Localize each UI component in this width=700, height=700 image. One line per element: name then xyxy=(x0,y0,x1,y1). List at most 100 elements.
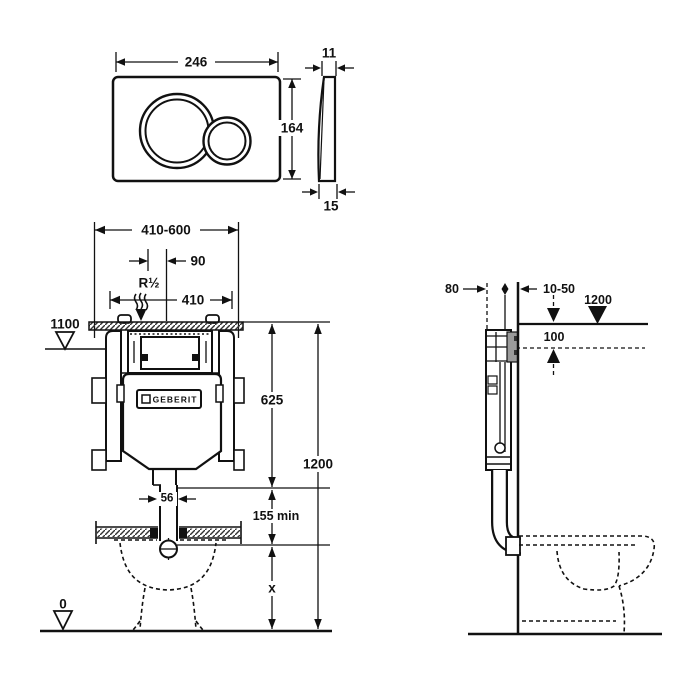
label-knockout xyxy=(178,54,215,69)
valve-detail xyxy=(487,385,498,395)
arrowhead xyxy=(268,534,276,544)
dim-pipe-width-label: 56 xyxy=(161,493,174,505)
tank-clip xyxy=(215,384,224,403)
pan-foot xyxy=(131,620,141,632)
dim-supply-offset: 90 xyxy=(129,249,206,321)
dim-pipe-width: 56 xyxy=(139,492,196,506)
valve-detail xyxy=(487,375,498,385)
wc-pan-front-dashed xyxy=(114,539,228,632)
dim-total-height-label: 1200 xyxy=(303,457,333,472)
level-marker-1100: 1100 xyxy=(45,317,106,351)
arrowhead xyxy=(547,308,560,322)
large-flush-button xyxy=(138,92,216,170)
pan-pedestal-edge xyxy=(190,587,197,630)
dim-plate-thickness-bottom: 15 xyxy=(302,184,355,214)
arrowhead xyxy=(313,64,321,72)
supply-thread-label: R½ xyxy=(138,276,159,291)
arrowhead xyxy=(228,225,238,235)
flush-plate-side-view: 11 15 xyxy=(302,46,355,214)
pipe-clamp xyxy=(179,528,187,538)
arrowhead xyxy=(268,490,276,500)
plate-fixing-tick xyxy=(514,336,517,341)
cistern-tank: GEBERIT xyxy=(116,372,224,471)
arrowhead xyxy=(269,58,278,66)
small-flush-button xyxy=(202,116,252,166)
tank-clip xyxy=(116,384,125,403)
level-marker-1200: 1200 xyxy=(519,293,648,326)
dim-wall-finish: 10-50 xyxy=(520,282,575,296)
dim-plate-height: 164 xyxy=(275,78,309,180)
dim-depth-label: 80 xyxy=(445,282,459,296)
arrowhead xyxy=(288,79,296,88)
dim-plate-width: 246 xyxy=(115,52,279,72)
dim-cistern-height: 625 xyxy=(178,321,330,489)
plate-face-edge xyxy=(319,78,325,180)
brand-logo-icon xyxy=(141,394,151,404)
dim-min-clearance-label: 155 min xyxy=(253,509,300,523)
cistern-front-view: 410-600 90 R½ 410 xyxy=(40,222,339,633)
frame-right-rail xyxy=(218,330,235,462)
bracket-hatch xyxy=(97,528,156,537)
small-flush-button-inner-ring xyxy=(207,121,247,161)
label-knockout xyxy=(158,492,177,506)
access-opening xyxy=(140,336,200,370)
pan-pedestal-edge xyxy=(139,587,146,630)
arrowhead xyxy=(268,324,276,334)
access-corner-block xyxy=(142,354,148,361)
arrowhead xyxy=(148,495,157,503)
water-wave-icon xyxy=(133,293,139,311)
arrowhead xyxy=(95,225,105,235)
pipe-clamp xyxy=(150,528,158,538)
dim-frame-width-range: 410-600 xyxy=(93,222,240,338)
label-knockout xyxy=(177,293,210,307)
label-knockout xyxy=(275,120,309,136)
dim-cistern-height-label: 625 xyxy=(261,393,284,408)
dim-plate-offset: 100 xyxy=(509,295,645,377)
arrowhead xyxy=(337,64,345,72)
dim-plate-thickness-bottom-label: 15 xyxy=(323,199,339,214)
frame-left-lug xyxy=(91,377,107,404)
pan-bracket xyxy=(95,521,242,544)
dim-plate-width-label: 246 xyxy=(185,55,208,70)
arrowhead xyxy=(314,324,322,334)
bracket-hatch xyxy=(181,528,240,537)
arrowhead xyxy=(520,285,529,293)
brand-logo-box xyxy=(136,389,202,409)
frame-right-lug xyxy=(233,377,245,404)
dim-min-clearance: 155 min xyxy=(177,490,330,546)
label-knockout xyxy=(255,392,289,408)
dim-bolt-spacing-label: 410 xyxy=(182,293,205,308)
level-triangle-filled-icon xyxy=(588,306,607,324)
pan-connector xyxy=(159,538,178,560)
dim-pan-height: x xyxy=(264,547,280,629)
pan-bowl-curve xyxy=(556,550,620,591)
supply-arrow-icon xyxy=(135,309,147,321)
pan-foot xyxy=(195,620,205,632)
cistern-side-body xyxy=(485,329,522,556)
arrowhead xyxy=(268,619,276,629)
rail-bar xyxy=(88,321,244,331)
level-triangle-icon xyxy=(52,610,74,632)
level-1200-label: 1200 xyxy=(584,293,612,307)
dim-pan-height-label: x xyxy=(268,581,276,596)
label-knockout xyxy=(132,222,200,237)
arrowhead xyxy=(167,257,176,265)
wc-pan-side-dashed xyxy=(519,535,656,634)
arrowhead xyxy=(338,188,346,196)
dim-plate-height-label: 164 xyxy=(281,121,304,136)
water-wave-icon xyxy=(143,293,149,311)
dim-supply-offset-label: 90 xyxy=(190,254,205,269)
dim-depth: 80 xyxy=(445,282,509,332)
arrowhead xyxy=(110,295,120,305)
dim-total-height: 1200 xyxy=(297,324,339,629)
dim-plate-thickness-top: 11 xyxy=(305,46,354,76)
pan-pedestal-edge xyxy=(618,585,626,634)
floor-level-label: 0 xyxy=(59,597,67,612)
arrowhead xyxy=(268,547,276,557)
frame-left-rail xyxy=(105,330,122,462)
water-supply-symbol: R½ xyxy=(133,276,160,321)
water-wave-icon xyxy=(138,292,144,310)
arrowhead xyxy=(288,170,296,179)
arrowhead xyxy=(222,295,232,305)
